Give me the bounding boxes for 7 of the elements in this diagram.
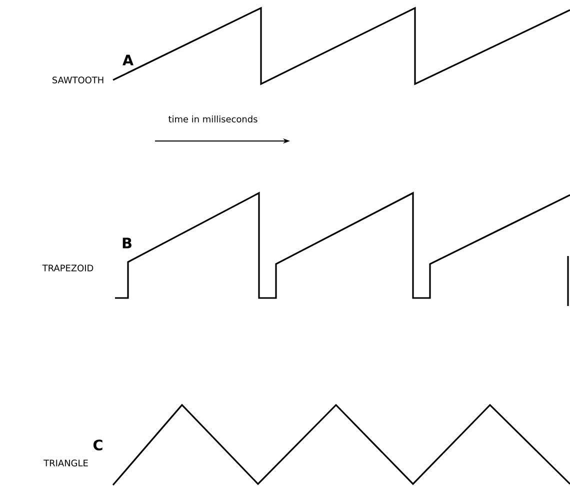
waveform-letter: C — [93, 440, 102, 450]
axis-caption: time in milliseconds — [168, 116, 258, 122]
waveform-name: TRIANGLE — [44, 460, 88, 466]
waveform-letter: B — [122, 238, 132, 248]
waveform-name: TRAPEZOID — [42, 264, 94, 272]
waveform-name: SAWTOOTH — [52, 76, 104, 84]
waveform-letter: A — [122, 54, 134, 66]
